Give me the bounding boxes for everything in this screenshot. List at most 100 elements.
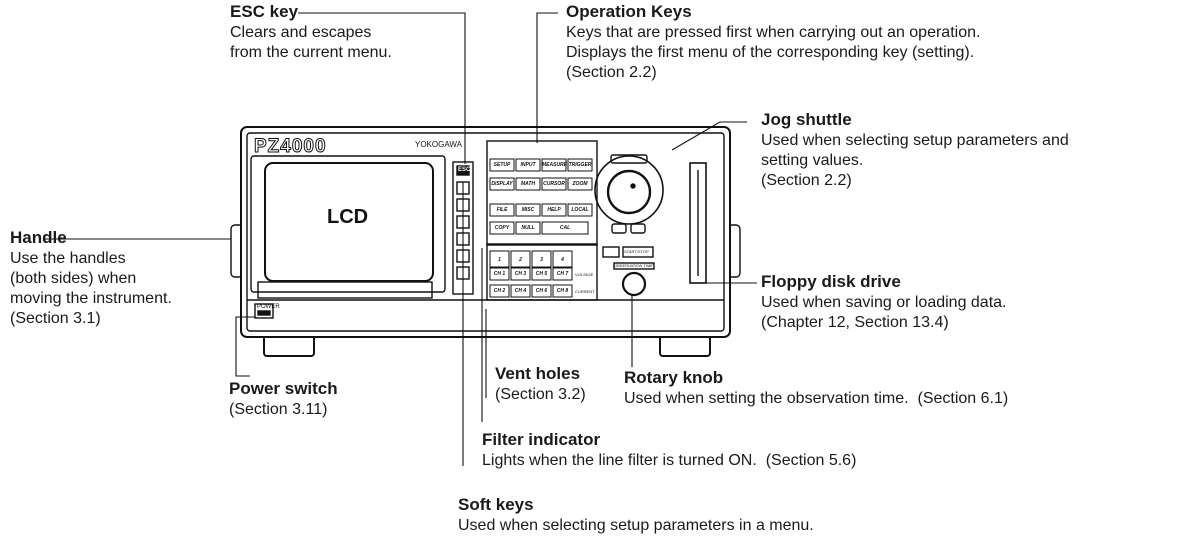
- operation-key[interactable]: [541, 221, 589, 235]
- operation-key[interactable]: [489, 158, 515, 172]
- channel-key-label[interactable]: CH 8: [556, 288, 569, 294]
- jog-shuttle-callout: Jog shuttle Used when selecting setup pa…: [761, 110, 1069, 191]
- panel-tag: OBSERVATION TIME: [614, 263, 653, 268]
- operation-keys-callout: Operation Keys Keys that are pressed fir…: [566, 2, 980, 83]
- operation-key-panel: [486, 140, 598, 246]
- jog-shuttle-outer: [594, 155, 664, 225]
- channel-key[interactable]: [510, 250, 531, 268]
- operation-key-label[interactable]: MEASURE: [542, 162, 568, 168]
- operation-key[interactable]: [515, 221, 541, 235]
- operation-key[interactable]: [515, 158, 541, 172]
- channel-key[interactable]: [489, 267, 510, 281]
- channel-key-label[interactable]: CH 1: [493, 271, 506, 277]
- power-switch-desc: (Section 3.11): [229, 401, 328, 418]
- channel-key-label[interactable]: CH 6: [535, 288, 548, 294]
- operation-key-label[interactable]: CURSOR: [543, 181, 565, 187]
- jog-arrow-right: [630, 223, 646, 234]
- channel-key-label[interactable]: CH 4: [514, 288, 527, 294]
- filter-indicator-desc: Lights when the line filter is turned ON…: [482, 452, 857, 469]
- operation-key-label[interactable]: MISC: [521, 207, 535, 213]
- lcd-screen: [264, 162, 434, 282]
- operation-key[interactable]: [489, 203, 515, 217]
- leader-lines: [44, 12, 757, 466]
- channel-key-label[interactable]: CH 3: [514, 271, 527, 277]
- lcd-bezel: [250, 155, 446, 293]
- lcd-label: LCD: [327, 206, 369, 228]
- operation-key[interactable]: [567, 158, 593, 172]
- vent-holes-title: Vent holes: [495, 364, 581, 383]
- power-label: POWER: [257, 304, 280, 310]
- power-switch-box: [254, 303, 274, 319]
- channel-key[interactable]: [531, 250, 552, 268]
- operation-key-label[interactable]: DISPLAY: [491, 181, 513, 187]
- operation-key[interactable]: [541, 177, 567, 191]
- operation-key-label[interactable]: MATH: [520, 181, 536, 187]
- operation-key-label[interactable]: ZOOM: [572, 181, 588, 187]
- channel-key[interactable]: [489, 284, 510, 298]
- power-switch-callout: Power switch (Section 3.11): [229, 379, 338, 420]
- channel-key-label[interactable]: 2: [519, 257, 522, 263]
- jog-shuttle-desc: Used when selecting setup parameters and…: [761, 132, 1069, 189]
- channel-key-label[interactable]: CH 5: [535, 271, 548, 277]
- channel-key[interactable]: [510, 267, 531, 281]
- instrument-body: [240, 126, 731, 338]
- vent-holes-desc: (Section 3.2): [495, 386, 586, 403]
- operation-key[interactable]: [489, 177, 515, 191]
- esc-key-callout: ESC key Clears and escapes from the curr…: [230, 2, 392, 63]
- channel-key-label[interactable]: 4: [561, 257, 564, 263]
- handle-desc: Use the handles (both sides) when moving…: [10, 250, 172, 327]
- rotary-knob-desc: Used when setting the observation time. …: [624, 390, 1009, 407]
- esc-key-desc: Clears and escapes from the current menu…: [230, 24, 392, 61]
- operation-keys-title: Operation Keys: [566, 2, 692, 21]
- panel-tag: START/STOP: [624, 249, 649, 254]
- leader-power: [235, 316, 255, 377]
- channel-key[interactable]: [489, 250, 510, 268]
- channel-key-label[interactable]: 1: [498, 257, 501, 263]
- jog-shuttle-title: Jog shuttle: [761, 110, 852, 129]
- jog-shuttle-inner: [606, 169, 652, 215]
- operation-key-label[interactable]: HELP: [547, 207, 561, 213]
- operation-key[interactable]: [541, 203, 567, 217]
- soft-keys-desc: Used when selecting setup parameters in …: [458, 517, 814, 534]
- channel-key[interactable]: [531, 267, 552, 281]
- soft-keys-callout: Soft keys Used when selecting setup para…: [458, 495, 814, 536]
- floppy-desc: Used when saving or loading data. (Chapt…: [761, 294, 1007, 331]
- power-switch-title: Power switch: [229, 379, 338, 398]
- handle-title: Handle: [10, 228, 67, 247]
- channel-key-label[interactable]: CH 7: [556, 271, 569, 277]
- filter-indicator-title: Filter indicator: [482, 430, 601, 449]
- channel-key[interactable]: [552, 267, 573, 281]
- channel-key[interactable]: [552, 284, 573, 298]
- channel-key[interactable]: [531, 284, 552, 298]
- operation-key[interactable]: [515, 203, 541, 217]
- operation-key-label[interactable]: CAL: [559, 225, 571, 231]
- panel-tag: VOLTAGE: [575, 272, 594, 277]
- operation-key-label[interactable]: TRIGGER: [568, 162, 592, 168]
- esc-key-label[interactable]: ESC: [458, 167, 471, 173]
- channel-key-label[interactable]: CH 2: [493, 288, 506, 294]
- panel-tag: CURRENT: [575, 289, 595, 294]
- operation-key-label[interactable]: COPY: [494, 225, 510, 231]
- channel-key[interactable]: [510, 284, 531, 298]
- operation-key-label[interactable]: LOCAL: [571, 207, 589, 213]
- rotary-knob-callout: Rotary knob Used when setting the observ…: [624, 368, 1008, 409]
- operation-key-label[interactable]: FILE: [496, 207, 508, 213]
- rotary-knob: [621, 271, 647, 297]
- operation-key[interactable]: [541, 158, 567, 172]
- soft-keys-title: Soft keys: [458, 495, 534, 514]
- jog-arrow-left: [611, 223, 627, 234]
- esc-key-title: ESC key: [230, 2, 299, 21]
- floppy-callout: Floppy disk drive Used when saving or lo…: [761, 272, 1007, 333]
- operation-key[interactable]: [567, 177, 593, 191]
- operation-key[interactable]: [567, 203, 593, 217]
- leader-esc: [298, 12, 466, 164]
- channel-key-label[interactable]: 3: [540, 257, 543, 263]
- operation-key-label[interactable]: INPUT: [520, 162, 536, 168]
- rotary-knob-title: Rotary knob: [624, 368, 724, 387]
- channel-key[interactable]: [552, 250, 573, 268]
- operation-key-label[interactable]: SETUP: [493, 162, 511, 168]
- operation-key[interactable]: [489, 221, 515, 235]
- operation-key[interactable]: [515, 177, 541, 191]
- operation-key-label[interactable]: NULL: [521, 225, 535, 231]
